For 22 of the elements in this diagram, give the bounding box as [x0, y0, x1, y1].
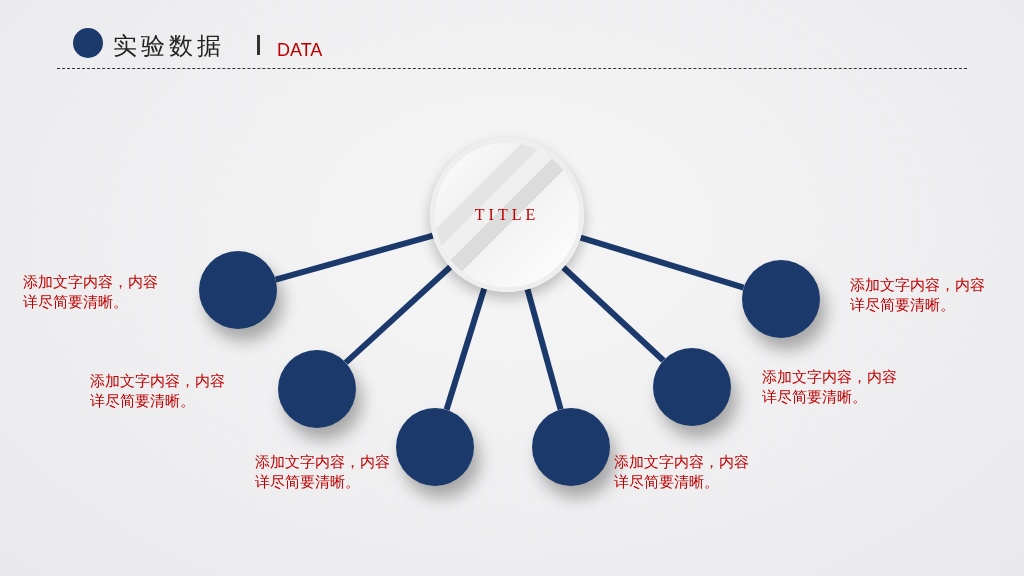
title: 实验数据 [113, 31, 225, 62]
connector-line [579, 234, 745, 291]
dot-circle [278, 350, 356, 428]
description-text: 添加文字内容，内容详尽简要清晰。 [614, 452, 750, 492]
description-text: 添加文字内容，内容详尽简要清晰。 [255, 452, 391, 492]
connector-line [343, 264, 453, 365]
connector-line [274, 232, 434, 283]
circle-title: TITLE [474, 206, 540, 224]
dot-circle [532, 408, 610, 486]
connector-line [561, 265, 666, 363]
dot-circle [199, 251, 277, 329]
dot-circle [653, 348, 731, 426]
connector-line [443, 287, 488, 411]
description-text: 添加文字内容，内容详尽简要清晰。 [850, 275, 986, 315]
dot-circle [742, 260, 820, 338]
title-circle [430, 138, 584, 292]
description-text: 添加文字内容，内容详尽简要清晰。 [762, 367, 898, 407]
connector-line [524, 288, 564, 411]
description-text: 添加文字内容，内容详尽简要清晰。 [23, 272, 159, 312]
subtitle-tag: DATA [277, 40, 323, 61]
dot-circle [396, 408, 474, 486]
description-text: 添加文字内容，内容详尽简要清晰。 [90, 371, 226, 411]
